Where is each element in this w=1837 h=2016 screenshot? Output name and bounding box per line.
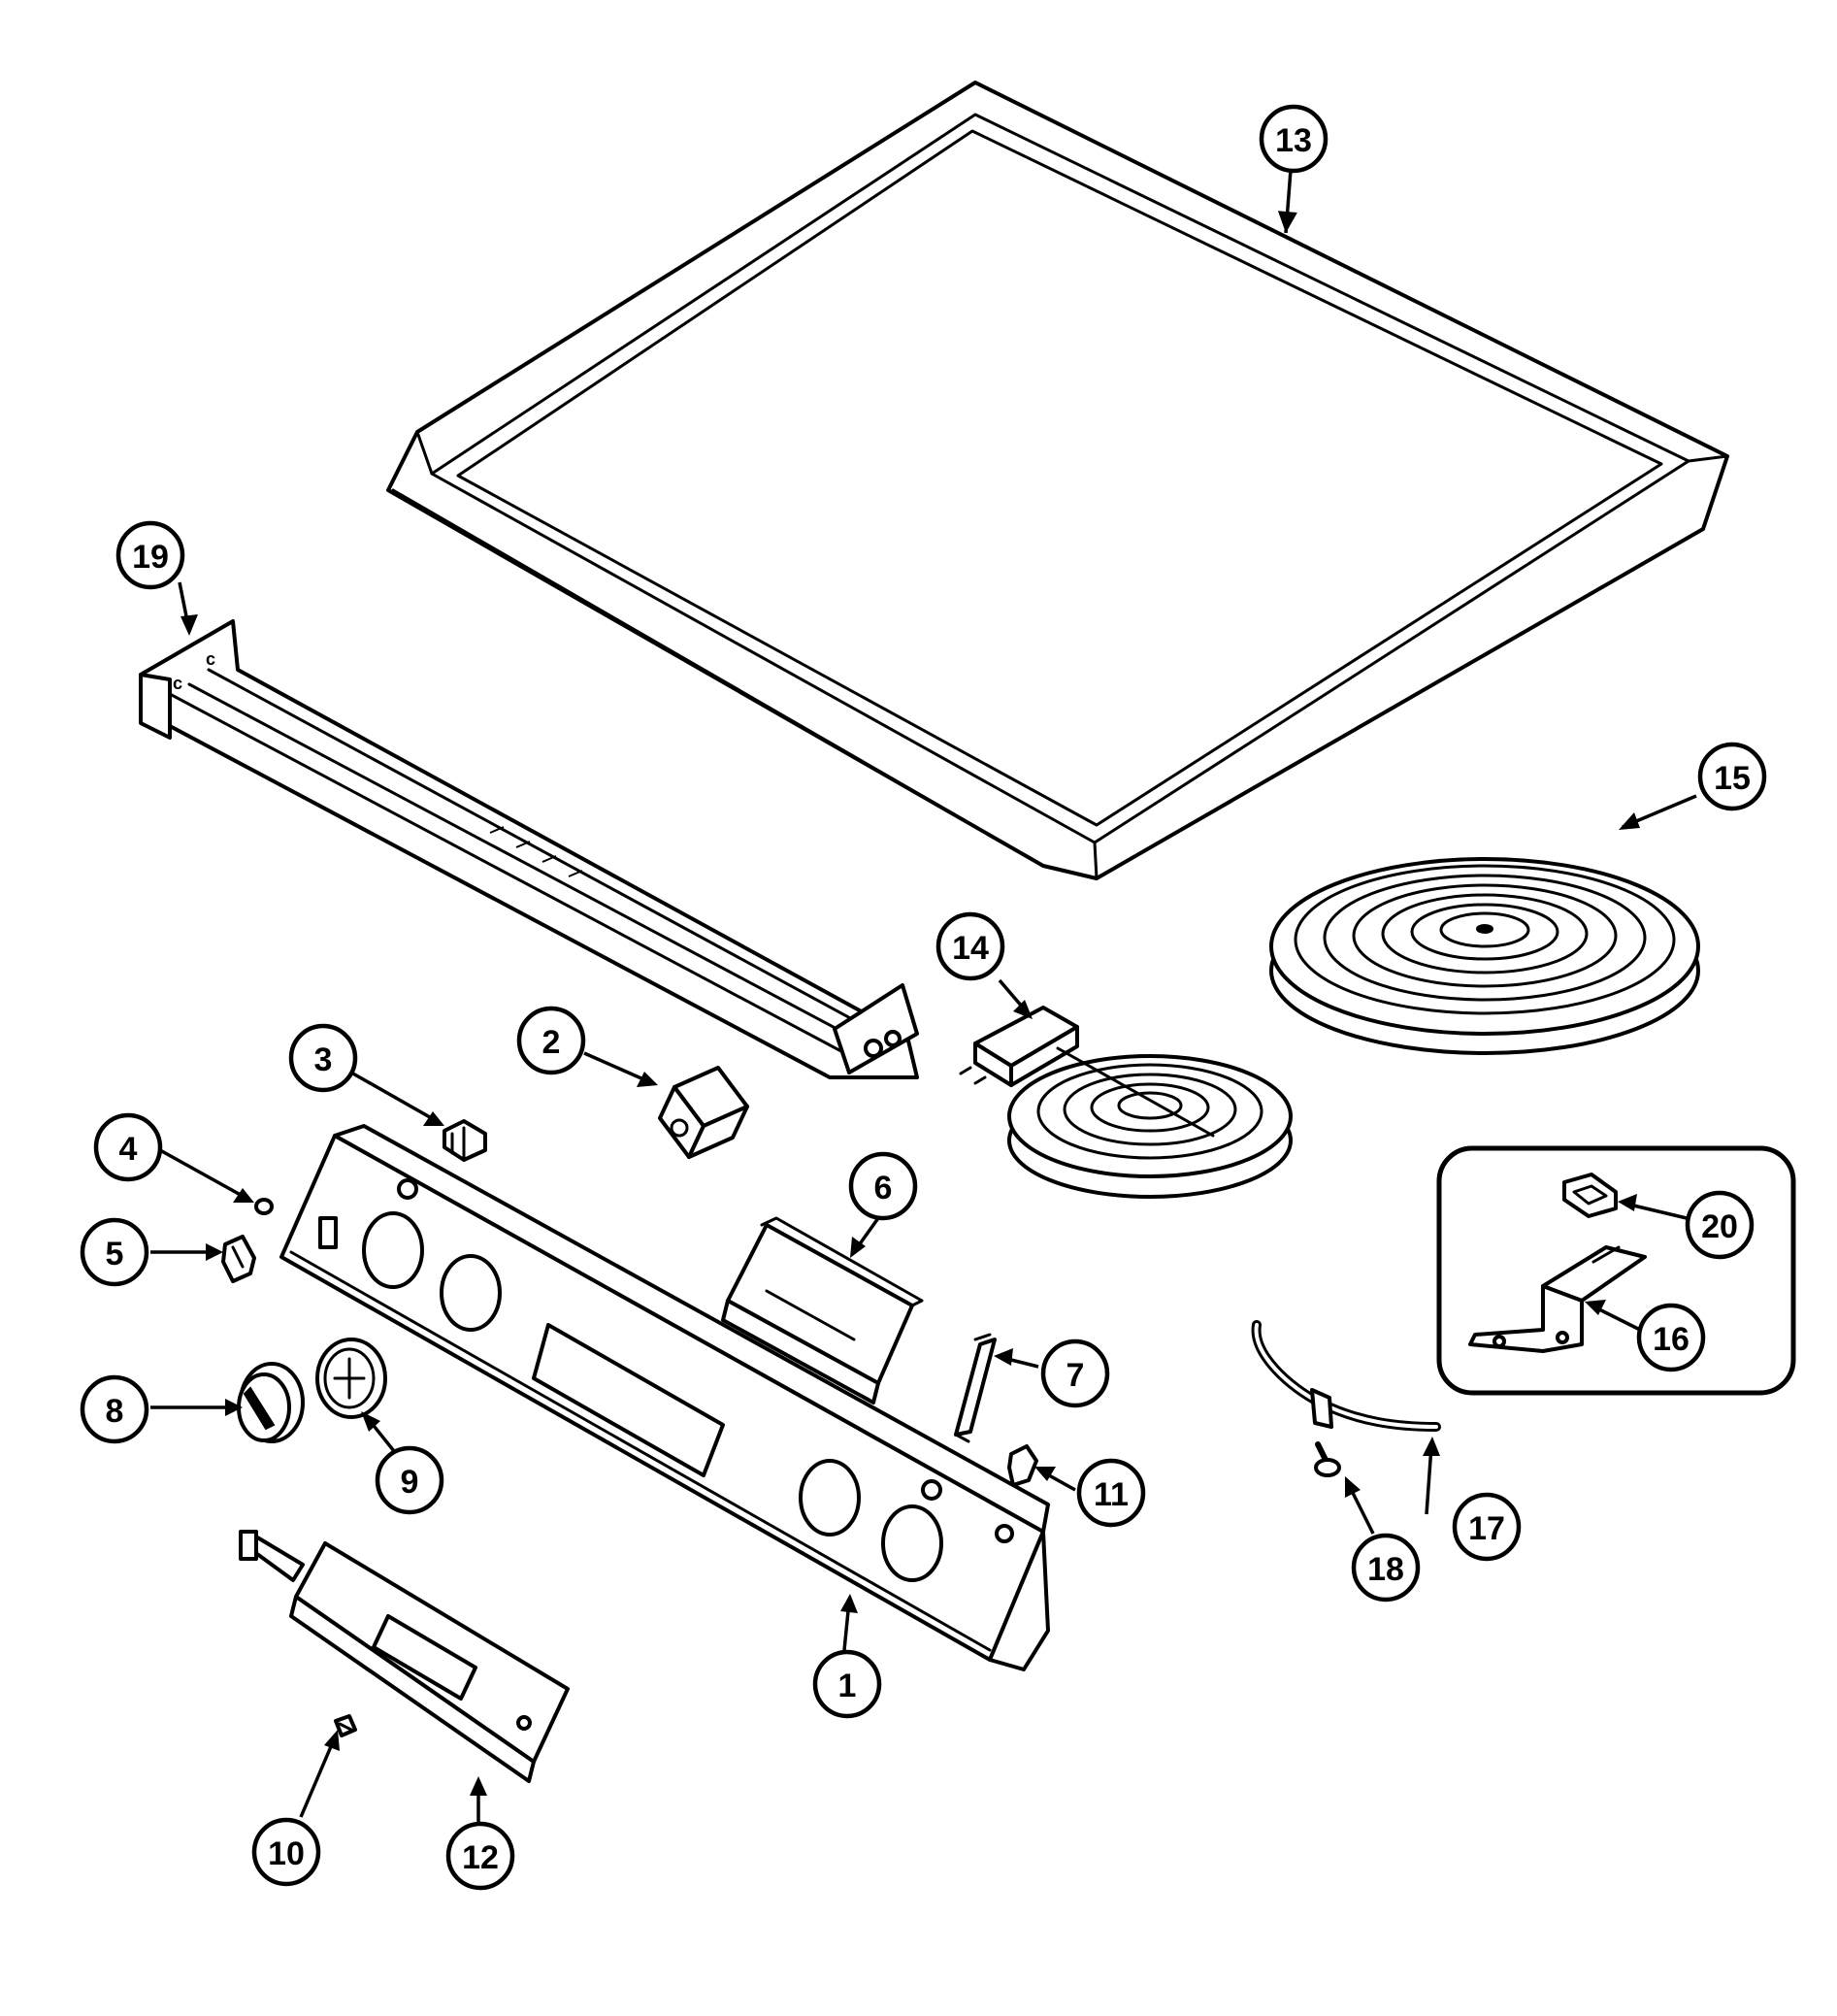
part-18-screw <box>1314 1441 1341 1477</box>
callout-18-label: 18 <box>1367 1551 1404 1588</box>
callout-13: 13 <box>1259 104 1329 174</box>
bracket-mark: c <box>206 649 215 669</box>
callout-7-label: 7 <box>1066 1357 1085 1394</box>
callout-5: 5 <box>80 1217 149 1287</box>
callout-12: 12 <box>445 1821 515 1891</box>
callout-4-label: 4 <box>119 1131 138 1168</box>
callout-2: 2 <box>516 1006 586 1075</box>
callout-4: 4 <box>93 1112 163 1182</box>
part-17-wire <box>1251 1320 1441 1432</box>
callout-10: 10 <box>251 1817 321 1887</box>
callout-3-label: 3 <box>314 1041 333 1078</box>
part-20-insert <box>1562 1173 1618 1218</box>
part-4-indicator-light <box>254 1198 274 1215</box>
part-11-clip <box>1007 1444 1038 1487</box>
callout-15-label: 15 <box>1714 760 1751 797</box>
callout-18: 18 <box>1351 1533 1421 1603</box>
callout-9: 9 <box>375 1445 444 1515</box>
callout-6-label: 6 <box>874 1170 893 1206</box>
callout-2-label: 2 <box>542 1024 561 1061</box>
part-12-control-board <box>239 1530 570 1783</box>
callout-20: 20 <box>1685 1190 1755 1260</box>
part-15-large-surface-element <box>1269 857 1700 1055</box>
callout-15: 15 <box>1697 742 1767 811</box>
bracket-mark: c <box>173 674 182 693</box>
part-7-bracket <box>954 1333 997 1443</box>
part-10-screw <box>334 1714 357 1737</box>
part-9-knob-skirt <box>315 1338 387 1419</box>
part-6-clock-module <box>721 1216 924 1405</box>
callout-11: 11 <box>1076 1458 1146 1528</box>
leader-lines <box>150 169 1697 1822</box>
inset-box <box>1436 1145 1796 1396</box>
part-14-small-surface-element <box>959 1006 1293 1199</box>
callout-12-label: 12 <box>462 1839 499 1876</box>
part-5-rocker-switch <box>221 1235 256 1283</box>
part-16-bracket <box>1468 1245 1647 1353</box>
callout-17: 17 <box>1452 1492 1522 1562</box>
callout-16-label: 16 <box>1653 1321 1689 1358</box>
callout-13-label: 13 <box>1275 122 1312 159</box>
callout-11-label: 11 <box>1094 1476 1129 1513</box>
part-1-control-panel <box>279 1124 1050 1671</box>
part-8-knob <box>237 1362 305 1443</box>
callout-20-label: 20 <box>1701 1208 1738 1245</box>
part-3-clip <box>443 1119 487 1162</box>
callout-17-label: 17 <box>1468 1510 1505 1547</box>
callout-1-label: 1 <box>838 1668 857 1704</box>
callout-5-label: 5 <box>106 1236 124 1272</box>
callout-6: 6 <box>848 1151 918 1221</box>
callout-8-label: 8 <box>106 1393 124 1430</box>
callout-16: 16 <box>1636 1303 1706 1372</box>
callout-7: 7 <box>1040 1338 1110 1408</box>
callout-1: 1 <box>812 1649 882 1719</box>
callout-19-label: 19 <box>132 539 169 576</box>
callout-3: 3 <box>288 1023 358 1093</box>
part-13-cooktop-frame <box>386 81 1729 880</box>
callout-19: 19 <box>115 520 185 590</box>
callout-8: 8 <box>80 1374 149 1444</box>
callout-10-label: 10 <box>268 1835 305 1872</box>
part-2-switch <box>658 1066 749 1159</box>
callout-9-label: 9 <box>401 1464 419 1501</box>
callout-14: 14 <box>935 911 1005 981</box>
part-19-rear-bracket: c c <box>139 619 919 1079</box>
callout-14-label: 14 <box>952 930 989 967</box>
